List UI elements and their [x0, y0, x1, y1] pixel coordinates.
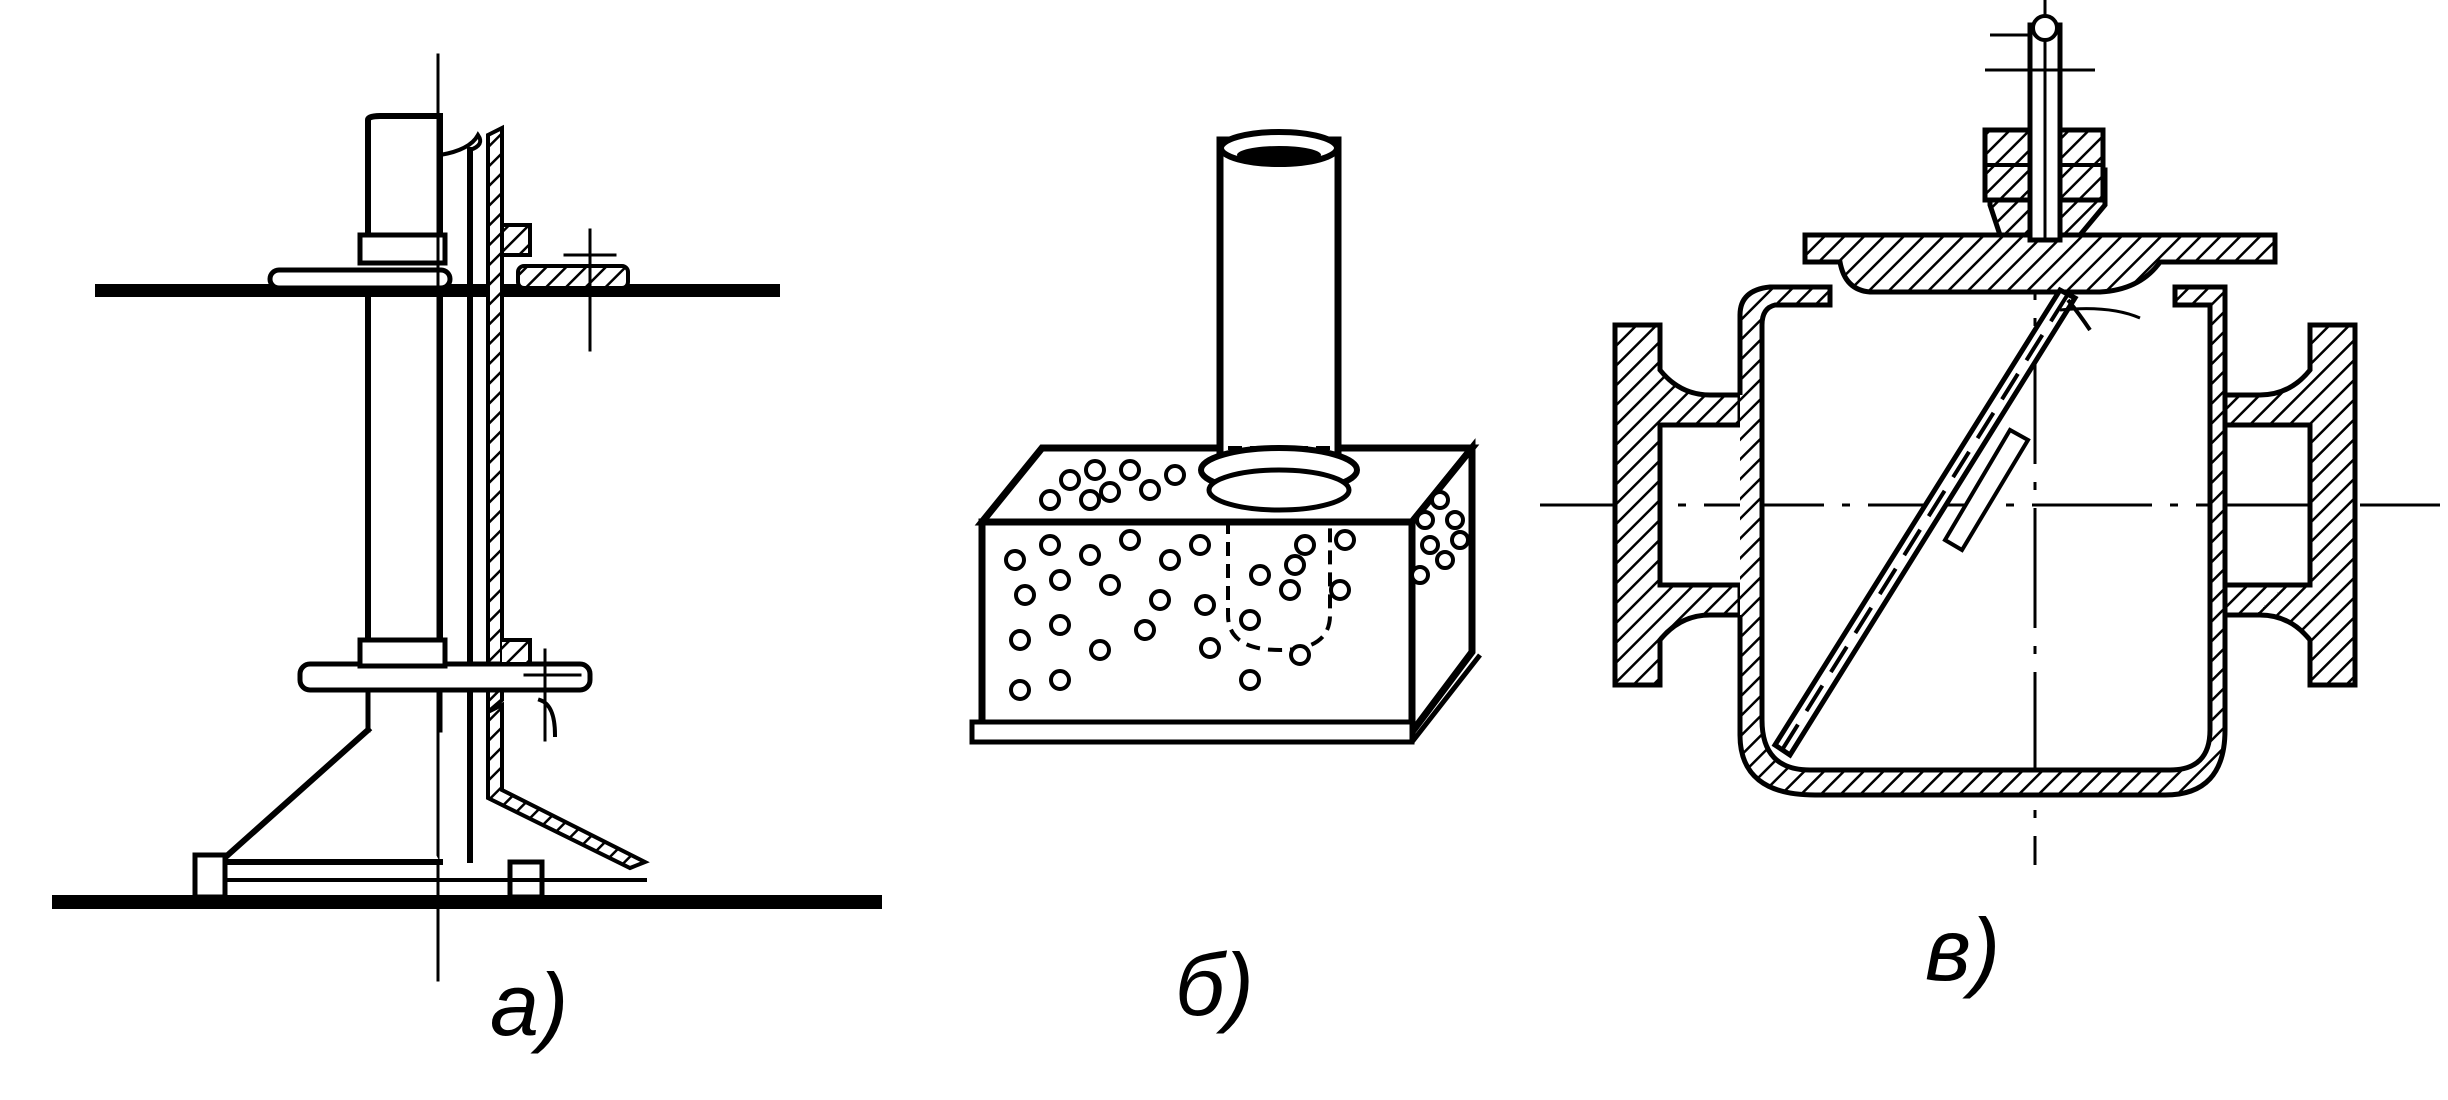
- panel-v-label: в): [1925, 900, 2000, 999]
- panel-v-drawing: [1540, 0, 2440, 865]
- valve-cover: [1802, 232, 2278, 295]
- panel-a-drawing: [52, 53, 882, 982]
- cone: [212, 725, 443, 865]
- right-flange: [2222, 322, 2358, 688]
- valve-body: [1737, 284, 2228, 798]
- panel-a-label: а): [490, 955, 568, 1054]
- panel-b-drawing: [969, 129, 1482, 745]
- left-flange: [1612, 322, 1743, 688]
- upper-tube: [365, 113, 443, 253]
- hatched-wall: [486, 124, 504, 717]
- lower-plate: [52, 895, 882, 909]
- valve-flap: [1771, 286, 2079, 759]
- pores: [1004, 459, 1470, 701]
- vertical-pipe: [1216, 136, 1342, 474]
- panel-b-label: б): [1175, 935, 1254, 1034]
